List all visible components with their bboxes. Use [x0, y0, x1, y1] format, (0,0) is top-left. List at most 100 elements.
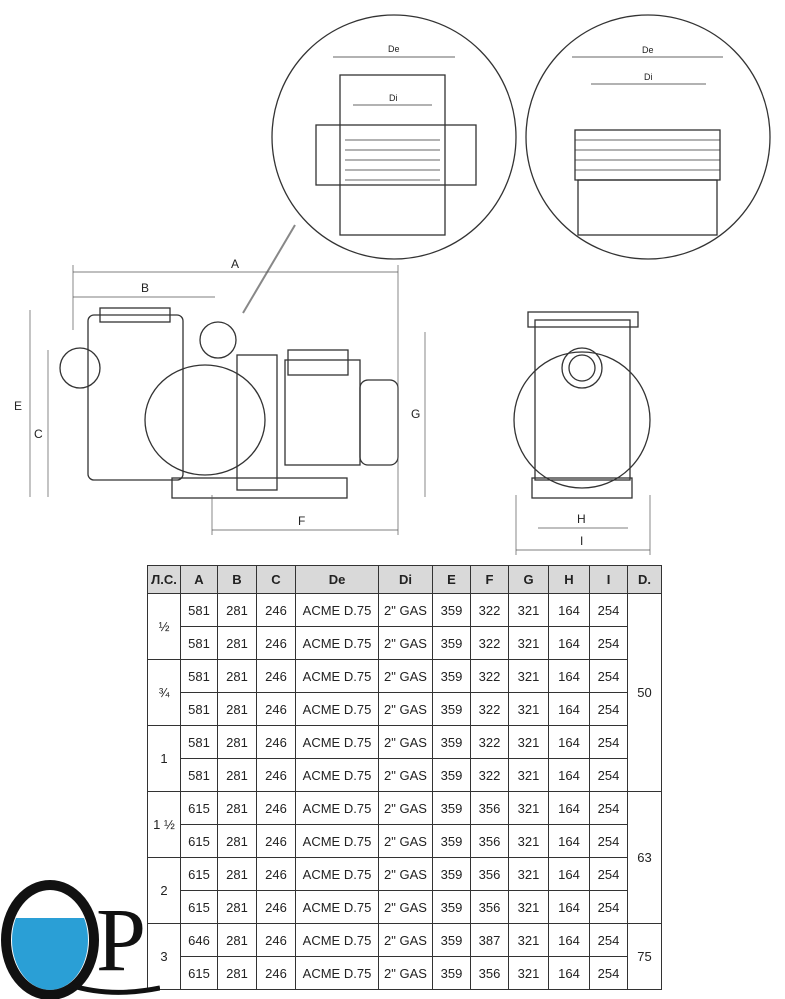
table-cell: 254 — [589, 626, 628, 660]
table-cell: 322 — [470, 692, 509, 726]
table-cell: 281 — [217, 923, 257, 957]
table-cell: 254 — [589, 659, 628, 693]
column-header: G — [508, 565, 549, 594]
label-a: A — [231, 257, 239, 271]
table-cell: 246 — [256, 857, 296, 891]
table-cell: 246 — [256, 923, 296, 957]
table-cell: 321 — [508, 758, 549, 792]
table-cell: 356 — [470, 956, 509, 990]
pump-front-view — [513, 311, 651, 499]
table-cell: 359 — [432, 758, 471, 792]
table-cell: 356 — [470, 824, 509, 858]
table-cell: ACME D.75 — [295, 758, 379, 792]
table-cell: 246 — [256, 791, 296, 825]
table-cell: 281 — [217, 791, 257, 825]
pump-side-view — [59, 307, 399, 499]
table-cell: 246 — [256, 659, 296, 693]
table-cell: 164 — [548, 857, 590, 891]
table-cell: 321 — [508, 593, 549, 627]
table-cell: 164 — [548, 791, 590, 825]
diameter-cell: 75 — [627, 923, 662, 990]
label-e: E — [14, 399, 22, 413]
table-cell: 359 — [432, 890, 471, 924]
table-cell: 2" GAS — [378, 857, 433, 891]
table-cell: ACME D.75 — [295, 824, 379, 858]
table-cell: 2" GAS — [378, 692, 433, 726]
table-cell: 254 — [589, 956, 628, 990]
table-cell: ACME D.75 — [295, 593, 379, 627]
table-cell: ACME D.75 — [295, 956, 379, 990]
table-cell: 581 — [180, 692, 218, 726]
hp-cell: 3 — [147, 923, 181, 990]
table-cell: ACME D.75 — [295, 692, 379, 726]
table-cell: 615 — [180, 857, 218, 891]
table-cell: 254 — [589, 857, 628, 891]
table-cell: 164 — [548, 758, 590, 792]
label-h: H — [577, 512, 586, 526]
table-cell: 359 — [432, 593, 471, 627]
column-header: C — [256, 565, 296, 594]
label-de-union: De — [388, 44, 400, 54]
label-de-thread: De — [642, 45, 654, 55]
table-cell: 164 — [548, 824, 590, 858]
table-cell: 321 — [508, 692, 549, 726]
table-cell: 2" GAS — [378, 791, 433, 825]
table-cell: 246 — [256, 593, 296, 627]
table-cell: 246 — [256, 692, 296, 726]
table-cell: 359 — [432, 857, 471, 891]
hp-cell: 1 — [147, 725, 181, 792]
table-cell: 281 — [217, 824, 257, 858]
table-cell: 321 — [508, 659, 549, 693]
table-cell: 164 — [548, 956, 590, 990]
table-cell: 646 — [180, 923, 218, 957]
label-di-thread: Di — [644, 72, 653, 82]
table-cell: 356 — [470, 857, 509, 891]
table-cell: 164 — [548, 890, 590, 924]
table-cell: 321 — [508, 626, 549, 660]
table-cell: 2" GAS — [378, 725, 433, 759]
table-cell: 246 — [256, 626, 296, 660]
table-cell: 281 — [217, 593, 257, 627]
table-cell: 581 — [180, 758, 218, 792]
union-detail-circle — [271, 14, 517, 260]
table-cell: 321 — [508, 791, 549, 825]
table-cell: 254 — [589, 593, 628, 627]
table-cell: 356 — [470, 890, 509, 924]
label-g: G — [411, 407, 420, 421]
table-cell: 321 — [508, 890, 549, 924]
table-cell: 359 — [432, 824, 471, 858]
table-cell: 246 — [256, 824, 296, 858]
column-header: E — [432, 565, 471, 594]
table-cell: 359 — [432, 923, 471, 957]
table-cell: 581 — [180, 593, 218, 627]
column-header: I — [589, 565, 628, 594]
table-cell: 281 — [217, 725, 257, 759]
table-cell: 246 — [256, 725, 296, 759]
table-cell: 615 — [180, 824, 218, 858]
table-cell: 246 — [256, 956, 296, 990]
label-b: B — [141, 281, 149, 295]
table-cell: 164 — [548, 923, 590, 957]
table-cell: 281 — [217, 857, 257, 891]
label-i: I — [580, 534, 583, 548]
table-cell: ACME D.75 — [295, 857, 379, 891]
label-di-union: Di — [389, 93, 398, 103]
table-cell: ACME D.75 — [295, 923, 379, 957]
table-cell: 164 — [548, 626, 590, 660]
table-cell: 2" GAS — [378, 956, 433, 990]
table-cell: 2" GAS — [378, 659, 433, 693]
table-cell: 164 — [548, 659, 590, 693]
table-cell: 322 — [470, 659, 509, 693]
label-c: C — [34, 427, 43, 441]
table-cell: 615 — [180, 791, 218, 825]
table-cell: 164 — [548, 593, 590, 627]
